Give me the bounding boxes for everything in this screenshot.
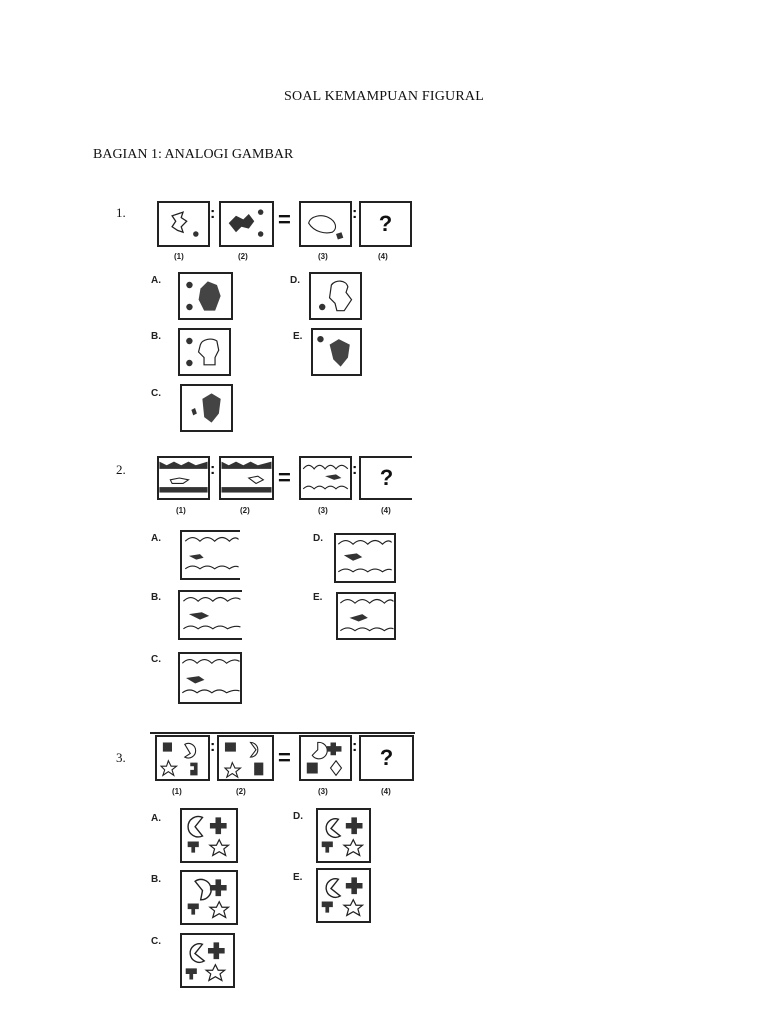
q3-caption-4: (4): [381, 787, 391, 796]
q2-caption-2: (2): [240, 506, 250, 515]
q1-option-d-label: D.: [290, 275, 300, 286]
page-title: SOAL KEMAMPUAN FIGURAL: [284, 89, 484, 104]
q2-caption-4: (4): [381, 506, 391, 515]
q2-figure-1: [157, 456, 210, 500]
q2-option-e-label: E.: [313, 592, 323, 603]
q1-colon-2: :: [352, 205, 358, 222]
q2-figure-2: [219, 456, 274, 500]
q3-figure-3: [299, 735, 352, 781]
q2-option-c-label: C.: [151, 654, 161, 665]
q1-colon-1: :: [210, 205, 216, 222]
q3-equals: =: [278, 745, 291, 770]
q2-caption-3: (3): [318, 506, 328, 515]
q2-figure-3: [299, 456, 352, 500]
q2-option-d-label: D.: [313, 533, 323, 544]
q1-caption-4: (4): [378, 252, 388, 261]
q1-caption-1: (1): [174, 252, 184, 261]
q2-option-c[interactable]: [178, 652, 242, 704]
q3-figure-1: [155, 735, 210, 781]
q2-caption-1: (1): [176, 506, 186, 515]
q2-colon-1: :: [210, 461, 216, 478]
q1-option-b-label: B.: [151, 331, 161, 342]
q1-caption-3: (3): [318, 252, 328, 261]
q1-option-b[interactable]: [178, 328, 231, 376]
q3-option-a[interactable]: [180, 808, 238, 863]
section-heading: BAGIAN 1: ANALOGI GAMBAR: [93, 147, 294, 162]
q3-option-c[interactable]: [180, 933, 235, 988]
q3-figure-2: [217, 735, 274, 781]
q2-figure-4: ?: [359, 456, 412, 500]
q2-colon-2: :: [352, 461, 358, 478]
q3-option-b-label: B.: [151, 874, 161, 885]
q3-caption-2: (2): [236, 787, 246, 796]
question-2-number: 2.: [116, 462, 126, 477]
q1-figure-2: [219, 201, 274, 247]
q3-option-c-label: C.: [151, 936, 161, 947]
q1-option-c-label: C.: [151, 388, 161, 399]
q3-option-e[interactable]: [316, 868, 371, 923]
q1-option-c[interactable]: [180, 384, 233, 432]
question-3-number: 3.: [116, 750, 126, 765]
q1-option-d[interactable]: [309, 272, 362, 320]
q1-figure-4: ?: [359, 201, 412, 247]
q3-option-d-label: D.: [293, 811, 303, 822]
q3-figure-4: ?: [359, 735, 414, 781]
q3-option-e-label: E.: [293, 872, 303, 883]
q2-option-a-label: A.: [151, 533, 161, 544]
q3-option-b[interactable]: [180, 870, 238, 925]
q1-equals: =: [278, 207, 291, 232]
q3-caption-3: (3): [318, 787, 328, 796]
q3-top-rule: [150, 732, 415, 734]
q1-option-e[interactable]: [311, 328, 362, 376]
q3-colon-2: :: [352, 738, 358, 755]
q1-figure-1: [157, 201, 210, 247]
q3-option-a-label: A.: [151, 813, 161, 824]
q3-question-mark: ?: [379, 745, 394, 770]
q2-option-b[interactable]: [178, 590, 242, 640]
q3-caption-1: (1): [172, 787, 182, 796]
q2-option-e[interactable]: [336, 592, 396, 640]
q1-question-mark: ?: [378, 211, 393, 236]
q2-option-d[interactable]: [334, 533, 396, 583]
q1-option-a-label: A.: [151, 275, 161, 286]
q2-equals: =: [278, 465, 291, 490]
q2-option-a[interactable]: [180, 530, 240, 580]
question-1-number: 1.: [116, 205, 126, 220]
q2-question-mark: ?: [379, 465, 394, 490]
q1-caption-2: (2): [238, 252, 248, 261]
q1-figure-3: [299, 201, 352, 247]
q3-colon-1: :: [210, 738, 216, 755]
q1-option-a[interactable]: [178, 272, 233, 320]
q1-option-e-label: E.: [293, 331, 303, 342]
q3-option-d[interactable]: [316, 808, 371, 863]
q2-option-b-label: B.: [151, 592, 161, 603]
